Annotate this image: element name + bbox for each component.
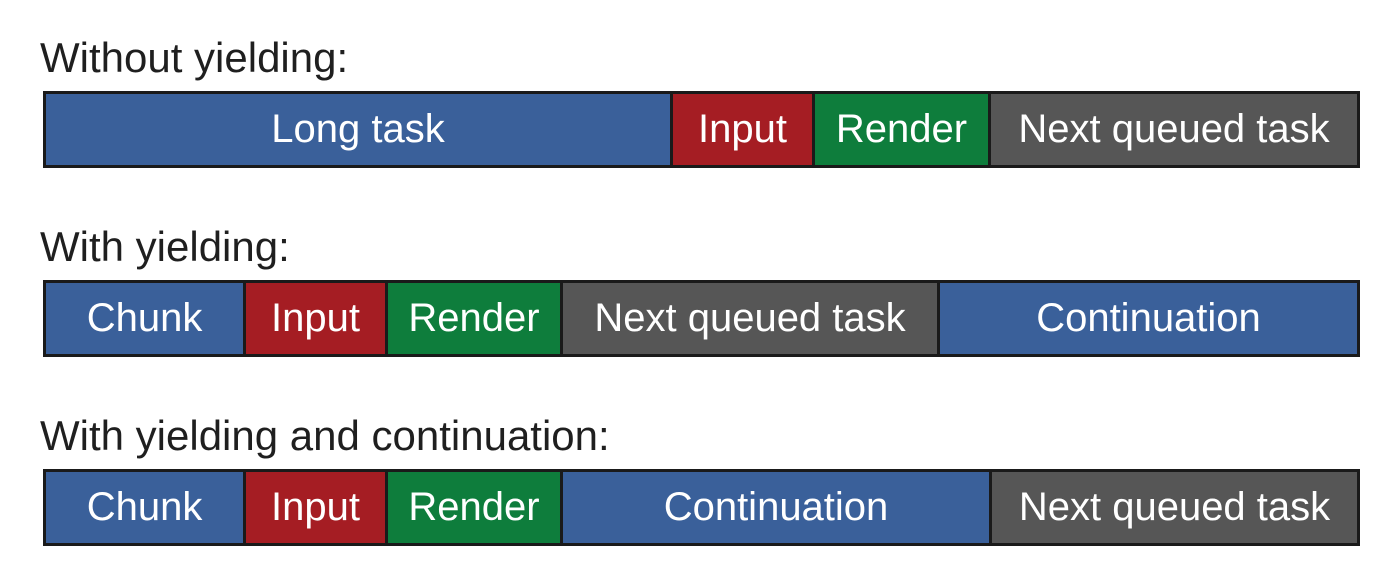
segment-render: Render [388, 283, 563, 354]
task-segment-label: Next queued task [594, 295, 906, 340]
task-segment-label: Long task [271, 106, 445, 151]
timeline-row-caption: With yielding and continuation: [40, 412, 610, 459]
segment-next-queued-task: Next queued task [991, 94, 1357, 165]
timeline-row: Without yielding: Long task Input Render… [40, 34, 1360, 168]
task-segment-label: Render [835, 106, 968, 151]
segment-next-queued-task: Next queued task [992, 472, 1357, 543]
task-segment-label: Chunk [86, 484, 203, 529]
timeline-row: With yielding and continuation: Chunk In… [40, 412, 1360, 546]
segment-input: Input [673, 94, 815, 165]
task-segment-label: Render [408, 484, 540, 529]
task-segment-label: Input [698, 106, 787, 151]
timeline-bar: Chunk Input Render Next queued task Cont… [43, 280, 1360, 357]
segment-next-queued-task: Next queued task [563, 283, 940, 354]
task-segment-label: Input [271, 295, 360, 340]
timeline-row: With yielding: Chunk Input Render Next q… [40, 223, 1360, 357]
segment-chunk: Chunk [46, 283, 246, 354]
task-segment-label: Continuation [1036, 295, 1261, 340]
segment-continuation: Continuation [563, 472, 992, 543]
task-segment-label: Input [271, 484, 360, 529]
segment-long-task: Long task [46, 94, 673, 165]
task-segment-label: Next queued task [1018, 484, 1331, 529]
segment-render: Render [388, 472, 563, 543]
timeline-row-caption: With yielding: [40, 223, 290, 270]
timeline-bar: Chunk Input Render Continuation Next que… [43, 469, 1360, 546]
segment-continuation: Continuation [940, 283, 1357, 354]
task-segment-label: Render [408, 295, 540, 340]
timeline-bar: Long task Input Render Next queued task [43, 91, 1360, 168]
timeline-row-caption: Without yielding: [40, 34, 349, 81]
task-segment-label: Chunk [86, 295, 203, 340]
task-segment-label: Next queued task [1018, 106, 1330, 151]
task-segment-label: Continuation [663, 484, 889, 529]
segment-input: Input [246, 283, 388, 354]
segment-render: Render [815, 94, 991, 165]
segment-chunk: Chunk [46, 472, 246, 543]
segment-input: Input [246, 472, 388, 543]
